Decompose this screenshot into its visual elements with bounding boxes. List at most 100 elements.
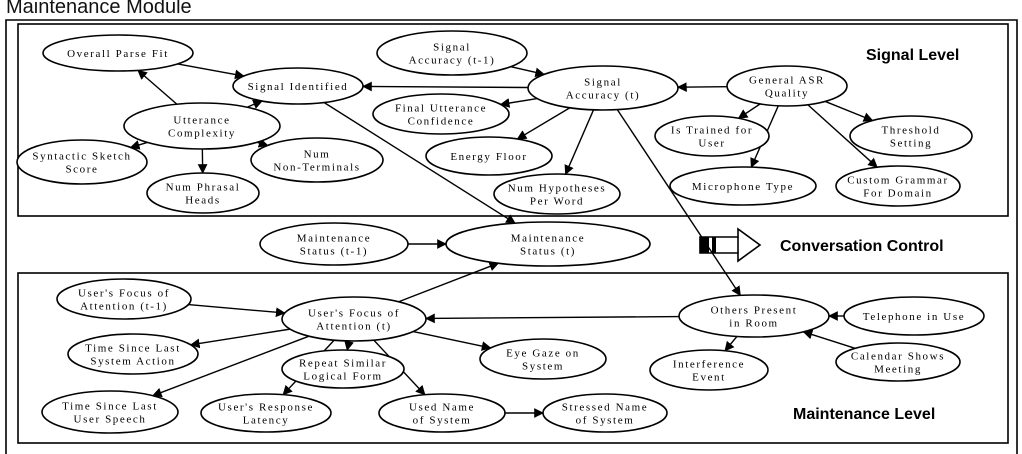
- edge-users-focus-t-to-time-since-system-action: [189, 328, 291, 349]
- node-ellipse: [372, 93, 510, 135]
- node-ellipse: [16, 139, 148, 185]
- edge-signal-accuracy-t-to-energy-floor: [516, 107, 571, 140]
- node-label: Per Word: [530, 196, 584, 208]
- node-ellipse: [378, 393, 506, 433]
- edge-general-asr-quality-to-threshold-setting: [824, 100, 874, 122]
- node-label: Threshold: [881, 125, 940, 137]
- node-label: System Action: [90, 356, 175, 368]
- edge-utterance-complexity-to-overall-parse-fit: [137, 69, 178, 105]
- node-label: Overall Parse Fit: [67, 48, 169, 60]
- node-label: Eye Gaze on: [506, 348, 580, 360]
- node-ellipse: [649, 349, 769, 391]
- module-title: Maintenance Module: [6, 0, 192, 18]
- node-label: Non-Terminals: [273, 162, 360, 174]
- node-label: Telephone in Use: [863, 311, 965, 323]
- node-label: Others Present: [711, 305, 798, 317]
- node-label: Complexity: [168, 128, 236, 140]
- edge-users-focus-t-to-repeat-similar-form: [344, 340, 354, 352]
- node-label: of System: [413, 415, 472, 427]
- node-label: in Room: [729, 318, 778, 330]
- node-label: Accuracy (t): [566, 90, 640, 102]
- node-label: Calendar Shows: [851, 351, 945, 363]
- node-ellipse: [200, 393, 332, 433]
- edge-others-present-to-interference-event: [724, 336, 738, 352]
- node-ellipse: [527, 65, 679, 111]
- node-label: Status (t-1): [300, 246, 368, 258]
- node-ellipse: [281, 349, 405, 389]
- edge-users-focus-t-to-maintenance-status-t: [398, 261, 500, 303]
- node-label: Used Name: [409, 402, 475, 414]
- node-ellipse: [425, 136, 553, 176]
- edge-signal-accuracy-t-to-num-hypotheses: [564, 109, 595, 176]
- edges-layer: [129, 63, 878, 418]
- edge-overall-parse-fit-to-signal-identified: [177, 63, 245, 80]
- node-label: Num Hypotheses: [508, 183, 606, 195]
- node-ellipse: [654, 115, 770, 157]
- node-ellipse: [445, 221, 651, 267]
- edge-general-asr-quality-to-is-trained-for-user: [737, 103, 761, 119]
- node-ellipse: [146, 172, 260, 214]
- node-label: Syntactic Sketch: [32, 151, 131, 163]
- node-ellipse: [849, 115, 973, 157]
- node-ellipse: [835, 165, 961, 207]
- node-ellipse: [232, 67, 364, 105]
- node-label: Repeat Similar: [299, 358, 387, 370]
- node-ellipse: [479, 338, 607, 380]
- node-label: Quality: [765, 88, 809, 100]
- node-label: Maintenance: [511, 233, 585, 245]
- node-ellipse: [493, 173, 621, 215]
- edge-calendar-shows-meeting-to-others-present: [802, 329, 856, 349]
- node-label: General ASR: [749, 75, 825, 87]
- conversation-control-arrow-icon: [699, 227, 762, 263]
- node-label: User's Response: [218, 402, 314, 414]
- edge-users-focus-t-to-eye-gaze: [413, 330, 492, 351]
- edge-users-focus-t-to-time-since-user-speech: [151, 335, 310, 398]
- edge-signal-accuracy-t-to-signal-identified: [362, 81, 529, 92]
- node-ellipse: [259, 222, 409, 266]
- node-label: Stressed Name: [562, 402, 648, 414]
- edge-signal-accuracy-t-to-final-utterance-confidence: [499, 97, 538, 108]
- node-label: User's Focus of: [308, 308, 400, 320]
- node-label: Score: [65, 164, 98, 176]
- node-label: Custom Grammar: [847, 175, 949, 187]
- node-label: Latency: [243, 415, 290, 427]
- node-label: Logical Form: [303, 371, 382, 383]
- node-microphone-type: Microphone Type: [669, 166, 817, 206]
- edge-signal-accuracy-t-to-others-present: [616, 109, 741, 297]
- node-ellipse: [678, 294, 830, 338]
- node-label: Event: [692, 372, 726, 384]
- node-label: For Domain: [863, 188, 932, 200]
- edge-general-asr-quality-to-custom-grammar: [807, 104, 878, 168]
- node-label: Signal Identified: [248, 81, 349, 93]
- node-label: Final Utterance: [395, 103, 487, 115]
- node-ellipse: [250, 137, 384, 183]
- edge-others-present-to-users-focus-t: [424, 313, 680, 324]
- node-label: Accuracy (t-1): [409, 55, 496, 67]
- edge-signal-accuracy-prev-to-signal-accuracy-t: [510, 65, 546, 78]
- node-label: Heads: [185, 195, 221, 207]
- node-ellipse: [42, 34, 194, 72]
- node-label: Time Since Last: [62, 401, 158, 413]
